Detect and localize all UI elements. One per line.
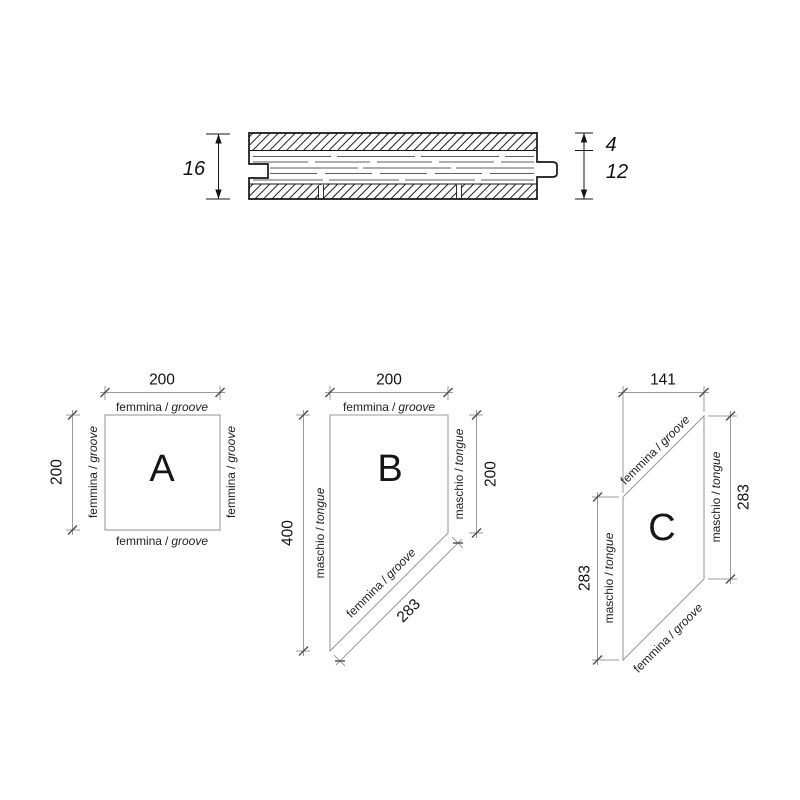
- label-part-name: femmina: [224, 472, 238, 519]
- shape-c-edge-label-right: maschio / tongue: [709, 451, 723, 543]
- label-part-divider: /: [602, 572, 616, 576]
- label-part-term: groove: [224, 425, 238, 463]
- dim-4-12-lines: [575, 132, 593, 200]
- label-part-term: tongue: [313, 487, 327, 525]
- panel-shapes: [104, 414, 705, 662]
- dimension-top-layer: 4: [605, 134, 617, 156]
- profile-outline: [248, 132, 558, 200]
- label-part-divider: /: [709, 491, 723, 495]
- label-part-term: groove: [398, 400, 436, 414]
- shape-b-dim-left: 400: [279, 520, 297, 546]
- shape-b-edge-label-top: femmina/groove: [343, 401, 435, 413]
- label-part-name: maschio: [452, 474, 466, 520]
- label-part-divider: /: [164, 534, 169, 548]
- label-part-name: maschio: [602, 578, 616, 624]
- label-part-term: tongue: [709, 451, 723, 489]
- shape-a-dim-left: 200: [48, 459, 66, 485]
- label-part-term: groove: [86, 425, 100, 463]
- label-part-name: femmina: [115, 400, 162, 414]
- joint-marks: [318, 185, 462, 199]
- dimension-total-thickness: 16: [182, 158, 206, 180]
- core-lamination-lines: [253, 156, 534, 181]
- label-part-name: maschio: [313, 533, 327, 579]
- shape-c-dim-top: 141: [650, 371, 676, 389]
- label-part-name: femmina: [115, 534, 162, 548]
- label-part-name: maschio: [709, 497, 723, 543]
- shape-c-dim-left: 283: [576, 565, 594, 591]
- shape-a-letter: A: [149, 448, 175, 490]
- shape-b-edge-label-left: maschio / tongue: [313, 487, 327, 579]
- shape-b-outline: [329, 414, 449, 653]
- shape-a-edge-label-left: femmina / groove: [86, 425, 100, 519]
- dimension-bottom-layer: 12: [605, 161, 629, 183]
- label-part-divider: /: [86, 465, 100, 470]
- shape-a-dim-top: 200: [149, 371, 175, 389]
- shape-c-dim-right: 283: [735, 484, 753, 510]
- shape-a-outline: [104, 414, 221, 531]
- shape-dimension-lines: [66, 386, 737, 667]
- label-part-divider: /: [224, 465, 238, 470]
- label-part-term: groove: [171, 400, 209, 414]
- label-part-divider: /: [391, 400, 396, 414]
- shape-c-letter: C: [648, 507, 676, 549]
- shape-a-edge-label-right: femmina / groove: [224, 425, 238, 519]
- shape-c-outline: [622, 414, 705, 662]
- dim-16-lines: [206, 133, 230, 200]
- cross-section-profile: [248, 132, 558, 200]
- cross-section-dimensions: [206, 132, 593, 200]
- top-wear-layer-hatch: [249, 133, 537, 151]
- label-part-name: femmina: [342, 400, 389, 414]
- label-part-term: tongue: [602, 532, 616, 570]
- label-part-name: femmina: [86, 472, 100, 519]
- label-part-divider: /: [452, 468, 466, 472]
- shape-b-dim-top: 200: [376, 371, 402, 389]
- shape-a-edge-label-bottom: femmina/groove: [116, 535, 208, 547]
- shape-b-letter: B: [377, 448, 403, 490]
- label-part-term: tongue: [452, 428, 466, 466]
- shape-c-edge-label-left: maschio / tongue: [602, 532, 616, 624]
- bottom-layer-hatch: [249, 184, 537, 199]
- dimension-ticks: [67, 387, 736, 665]
- label-part-term: groove: [171, 534, 209, 548]
- label-part-divider: /: [164, 400, 169, 414]
- shape-b-dim-right: 200: [482, 461, 500, 487]
- shape-a-edge-label-top: femmina/groove: [116, 401, 208, 413]
- label-part-divider: /: [313, 527, 327, 531]
- shape-b-edge-label-right: maschio / tongue: [452, 428, 466, 520]
